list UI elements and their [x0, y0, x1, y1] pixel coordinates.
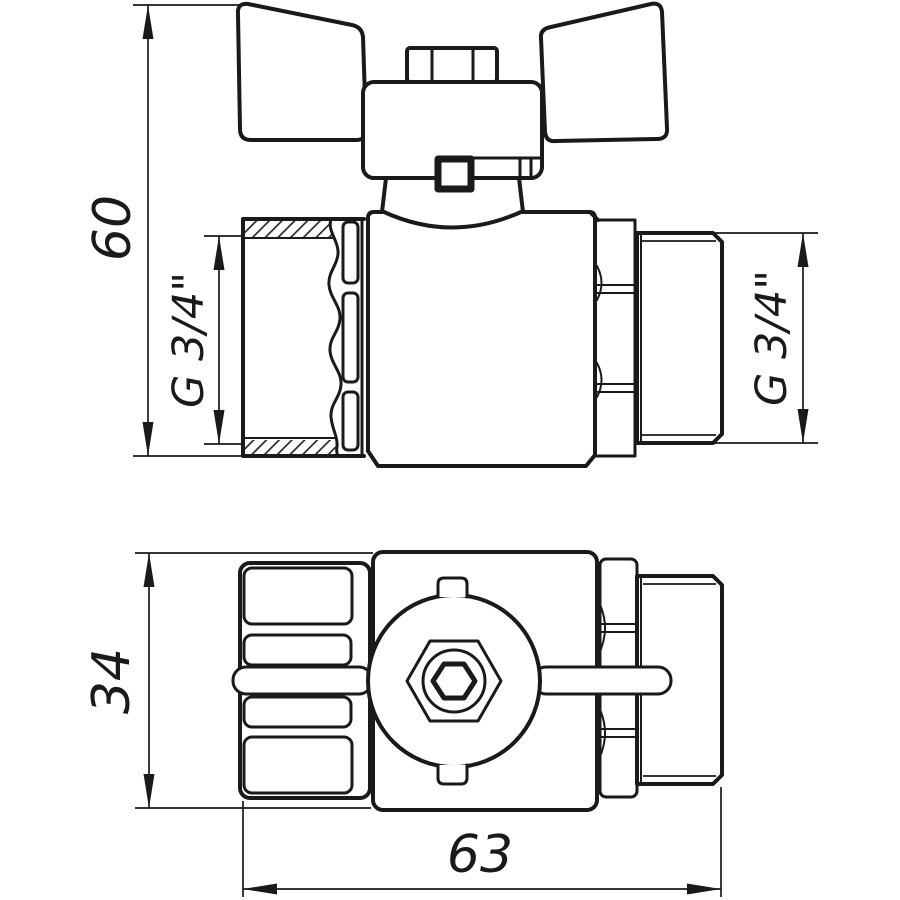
dimension-label-outlet-thread: G 3/4" [747, 270, 797, 406]
dimension-label-34: 34 [82, 648, 142, 714]
handle-right-wing [538, 1, 670, 144]
top-handle-left-wing [231, 665, 374, 696]
section-break-wavy-line [327, 217, 343, 458]
top-view: 34 63 [82, 550, 724, 897]
front-view: 60 G 3/4" G 3/4" [83, 1, 818, 468]
top-handle-right-wing [531, 665, 673, 696]
hub-tab-bottom [436, 763, 469, 786]
dimension-label-63: 63 [447, 825, 513, 885]
thread-hatch-top [244, 221, 332, 237]
dimension-inlet-thread: G 3/4" [164, 235, 243, 445]
male-thread [635, 231, 724, 445]
dimension-overall-height: 60 [83, 4, 246, 457]
body-dome-arc [382, 210, 523, 230]
handle-hub-step-detail [470, 156, 543, 180]
dimension-body-height: 34 [82, 552, 373, 809]
hub-tab-top [436, 576, 469, 599]
valve-body [366, 210, 597, 468]
dimension-outlet-thread: G 3/4" [713, 232, 818, 444]
dimension-overall-length: 63 [242, 787, 722, 897]
thread-hatch-bottom [244, 440, 337, 455]
handle-stem-nut [405, 46, 499, 84]
top-stem-inner-hex [430, 661, 478, 701]
female-union-nut [241, 217, 366, 458]
dimension-label-60: 60 [83, 195, 143, 261]
handle-left-wing [235, 1, 369, 142]
handle-lock-detail [434, 155, 475, 193]
dimension-label-inlet-thread: G 3/4" [164, 272, 214, 408]
valve-neck [380, 176, 525, 214]
